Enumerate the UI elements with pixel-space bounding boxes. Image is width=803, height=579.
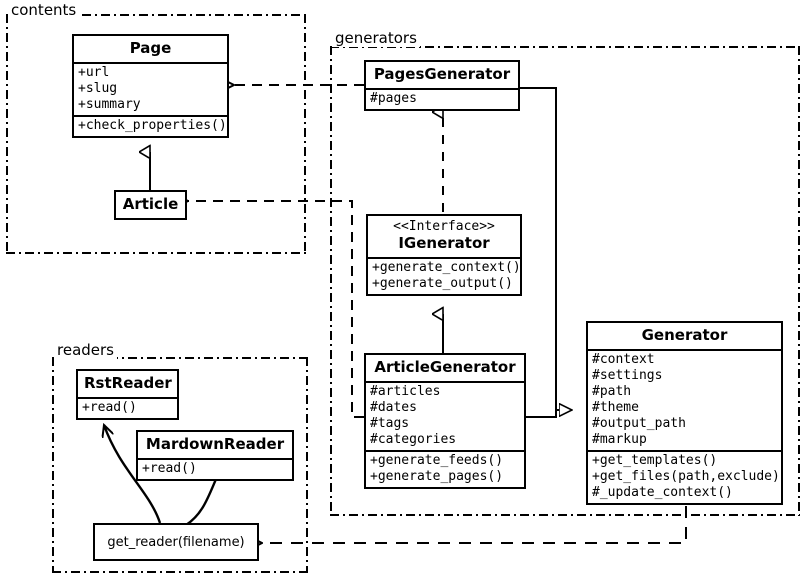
class-page-operations: +check_properties()	[74, 115, 227, 136]
class-pages-generator[interactable]: PagesGenerator #pages	[364, 60, 520, 111]
class-article-generator-title: ArticleGenerator	[374, 358, 516, 376]
operation: +check_properties()	[78, 118, 227, 133]
class-page-attributes: +url +slug +summary	[74, 62, 227, 115]
operation: +generate_context()	[372, 260, 521, 275]
class-generator-attributes: #context #settings #path #theme #output_…	[588, 349, 781, 450]
attribute: #path	[592, 384, 632, 399]
attribute: +summary	[78, 97, 141, 112]
class-igenerator[interactable]: <<Interface>> IGenerator +generate_conte…	[366, 214, 522, 296]
operation: +generate_feeds()	[370, 453, 504, 468]
attribute: #markup	[592, 432, 647, 447]
class-article-generator[interactable]: ArticleGenerator #articles #dates #tags …	[364, 353, 526, 489]
class-mardown-reader-operations: +read()	[138, 458, 292, 479]
class-generator[interactable]: Generator #context #settings #path #them…	[586, 321, 783, 505]
operation: +generate_output()	[372, 276, 513, 291]
attribute: +url	[78, 65, 110, 80]
class-article-generator-attributes: #articles #dates #tags #categories	[366, 381, 524, 450]
class-generator-title: Generator	[641, 326, 728, 344]
operation: #_update_context()	[592, 485, 733, 500]
function-get-reader[interactable]: get_reader(filename)	[93, 523, 259, 561]
operation: +generate_pages()	[370, 469, 504, 484]
attribute: +slug	[78, 81, 118, 96]
operation: +read()	[142, 461, 197, 476]
attribute: #output_path	[592, 416, 686, 431]
class-rst-reader[interactable]: RstReader +read()	[76, 369, 179, 420]
class-generator-operations: +get_templates() +get_files(path,exclude…	[588, 450, 781, 503]
class-page[interactable]: Page +url +slug +summary +check_properti…	[72, 34, 229, 138]
class-igenerator-stereotype: <<Interface>>	[393, 219, 495, 234]
class-article[interactable]: Article	[114, 190, 187, 220]
attribute: #categories	[370, 432, 457, 447]
attribute: #tags	[370, 416, 410, 431]
class-mardown-reader-title: MardownReader	[145, 435, 285, 453]
attribute: #context	[592, 352, 655, 367]
class-article-title: Article	[122, 195, 179, 213]
class-rst-reader-operations: +read()	[78, 397, 177, 418]
operation: +read()	[82, 400, 137, 415]
package-generators-label: generators	[332, 30, 420, 47]
class-pages-generator-title: PagesGenerator	[373, 65, 511, 83]
attribute: #pages	[370, 91, 417, 106]
class-pages-generator-attributes: #pages	[366, 88, 518, 109]
class-rst-reader-title: RstReader	[84, 374, 172, 392]
operation: +get_files(path,exclude)	[592, 469, 780, 484]
attribute: #settings	[592, 368, 663, 383]
operation: +get_templates()	[592, 453, 718, 468]
class-igenerator-title: IGenerator	[398, 234, 490, 252]
class-page-title: Page	[129, 39, 172, 57]
attribute: #dates	[370, 400, 417, 415]
class-igenerator-operations: +generate_context() +generate_output()	[368, 257, 521, 294]
package-contents-label: contents	[8, 2, 80, 19]
function-get-reader-label: get_reader(filename)	[107, 534, 245, 550]
attribute: #articles	[370, 384, 441, 399]
class-mardown-reader[interactable]: MardownReader +read()	[136, 430, 294, 481]
attribute: #theme	[592, 400, 639, 415]
package-readers-label: readers	[54, 342, 117, 359]
class-article-generator-operations: +generate_feeds() +generate_pages()	[366, 450, 524, 487]
